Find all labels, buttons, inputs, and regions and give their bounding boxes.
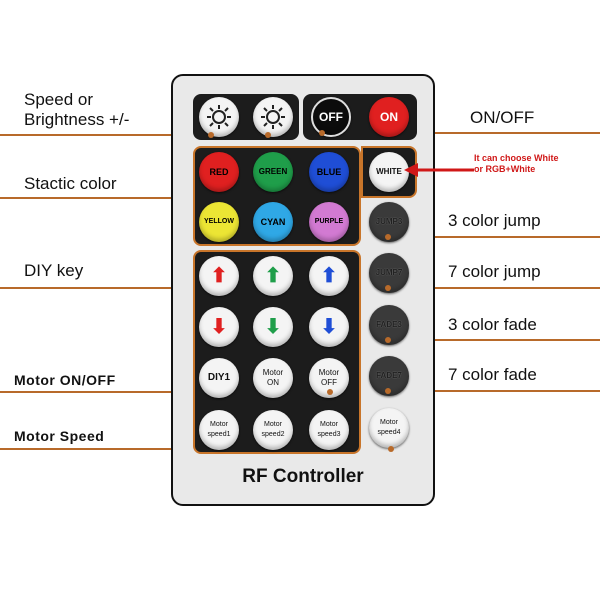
jump3-label: 3 color jump bbox=[448, 211, 541, 230]
jump3-leader-dot bbox=[385, 234, 391, 240]
motor-on-button[interactable]: Motor ON bbox=[253, 358, 293, 398]
arrow-up-icon: ⬆ bbox=[210, 265, 228, 287]
rf-controller-title: RF Controller bbox=[242, 466, 364, 487]
static-leader-line bbox=[0, 197, 195, 199]
white-button-label: WHITE bbox=[376, 167, 402, 176]
diy-motor-panel: ⬆ ⬆ ⬆ ⬇ ⬇ ⬇ DIY1 Motor ON Motor OFF Moto… bbox=[193, 250, 361, 454]
diy-up-green-button[interactable]: ⬆ bbox=[253, 256, 293, 296]
motor-speed4-button[interactable]: Motor speed4 bbox=[369, 408, 409, 448]
purple-button[interactable]: PURPLE bbox=[309, 202, 349, 242]
diy-up-red-button[interactable]: ⬆ bbox=[199, 256, 239, 296]
brightness-down-button[interactable] bbox=[199, 97, 239, 137]
diy-down-green-button[interactable]: ⬇ bbox=[253, 307, 293, 347]
off-button[interactable]: OFF bbox=[311, 97, 351, 137]
diy-down-blue-button[interactable]: ⬇ bbox=[309, 307, 349, 347]
fade7-label: 7 color fade bbox=[448, 365, 537, 384]
diy-down-red-button[interactable]: ⬇ bbox=[199, 307, 239, 347]
onoff-leader-line bbox=[322, 132, 600, 134]
motor-onoff-label: Motor ON/OFF bbox=[14, 372, 116, 388]
on-button-label: ON bbox=[380, 110, 398, 124]
jump7-label: 7 color jump bbox=[448, 262, 541, 281]
sun-gear-icon bbox=[207, 105, 231, 129]
motor-onoff-leader-dot bbox=[327, 389, 333, 395]
off-button-label: OFF bbox=[319, 110, 343, 124]
brightness-panel bbox=[193, 94, 299, 140]
diy1-button[interactable]: DIY1 bbox=[199, 358, 239, 398]
static-color-label: Stactic color bbox=[24, 174, 117, 193]
motor-speed3-button-label: Motor speed3 bbox=[317, 421, 341, 438]
motor-on-button-label: Motor ON bbox=[262, 368, 284, 387]
fade7-leader-dot bbox=[385, 388, 391, 394]
motor-speed-label: Motor Speed bbox=[14, 428, 105, 444]
diy-key-label: DIY key bbox=[24, 261, 84, 280]
arrow-down-icon: ⬇ bbox=[210, 316, 228, 338]
diy1-button-label: DIY1 bbox=[207, 372, 231, 383]
white-button[interactable]: WHITE bbox=[369, 152, 409, 192]
white-note: It can choose White or RGB+White bbox=[474, 153, 559, 175]
jump7-leader-line bbox=[388, 287, 600, 289]
fade3-button-label: FADE3 bbox=[376, 320, 402, 329]
white-panel: WHITE bbox=[361, 146, 417, 198]
motor-speed4-button-label: Motor speed4 bbox=[377, 419, 401, 436]
motor-speed3-button[interactable]: Motor speed3 bbox=[309, 410, 349, 450]
fade3-label: 3 color fade bbox=[448, 315, 537, 334]
white-note-line2: or RGB+White bbox=[474, 164, 536, 174]
jump3-leader-line bbox=[388, 236, 600, 238]
motor-speed1-button-label: Motor speed1 bbox=[207, 421, 231, 438]
speed-leader-dot-2 bbox=[265, 132, 271, 138]
cyan-button[interactable]: CYAN bbox=[253, 202, 293, 242]
motor-speed1-button[interactable]: Motor speed1 bbox=[199, 410, 239, 450]
sun-gear-icon bbox=[261, 105, 285, 129]
arrow-down-icon: ⬇ bbox=[320, 316, 338, 338]
remote-body: OFF ON RED GREEN BLUE YELLOW CYAN PURPLE… bbox=[171, 74, 435, 506]
power-panel: OFF ON bbox=[303, 94, 417, 140]
motor-off-button-label: Motor OFF bbox=[318, 368, 340, 387]
onoff-leader-dot bbox=[319, 130, 325, 136]
cyan-button-label: CYAN bbox=[260, 217, 286, 227]
speed-leader-line bbox=[0, 134, 210, 136]
brightness-label: Brightness +/- bbox=[24, 110, 130, 129]
yellow-button[interactable]: YELLOW bbox=[199, 202, 239, 242]
red-button[interactable]: RED bbox=[199, 152, 239, 192]
green-button-label: GREEN bbox=[258, 167, 288, 176]
diy-up-blue-button[interactable]: ⬆ bbox=[309, 256, 349, 296]
red-arrow-icon bbox=[404, 163, 474, 177]
jump3-button-label: JUMP3 bbox=[375, 217, 403, 226]
yellow-button-label: YELLOW bbox=[204, 218, 234, 225]
fade7-button-label: FADE7 bbox=[376, 371, 402, 380]
jump7-button-label: JUMP7 bbox=[375, 268, 403, 277]
blue-button-label: BLUE bbox=[316, 167, 342, 177]
motor-speed2-button[interactable]: Motor speed2 bbox=[253, 410, 293, 450]
motor-onoff-leader-line bbox=[0, 391, 330, 393]
static-color-panel: RED GREEN BLUE YELLOW CYAN PURPLE bbox=[193, 146, 361, 246]
arrow-up-icon: ⬆ bbox=[264, 265, 282, 287]
motor-speed2-button-label: Motor speed2 bbox=[261, 421, 285, 438]
green-button[interactable]: GREEN bbox=[253, 152, 293, 192]
speed-leader-dot bbox=[208, 132, 214, 138]
on-button[interactable]: ON bbox=[369, 97, 409, 137]
fade3-leader-line bbox=[388, 339, 600, 341]
white-note-line1: It can choose White bbox=[474, 153, 559, 163]
motor-speed-leader-dot bbox=[388, 446, 394, 452]
red-button-label: RED bbox=[209, 167, 229, 177]
onoff-label: ON/OFF bbox=[470, 108, 535, 127]
speed-label: Speed or bbox=[24, 90, 93, 109]
fade7-leader-line bbox=[388, 390, 600, 392]
arrow-down-icon: ⬇ bbox=[264, 316, 282, 338]
jump7-leader-dot bbox=[385, 285, 391, 291]
brightness-up-button[interactable] bbox=[253, 97, 293, 137]
purple-button-label: PURPLE bbox=[314, 218, 344, 225]
fade3-leader-dot bbox=[385, 337, 391, 343]
diy-leader-line bbox=[0, 287, 195, 289]
blue-button[interactable]: BLUE bbox=[309, 152, 349, 192]
arrow-up-icon: ⬆ bbox=[320, 265, 338, 287]
